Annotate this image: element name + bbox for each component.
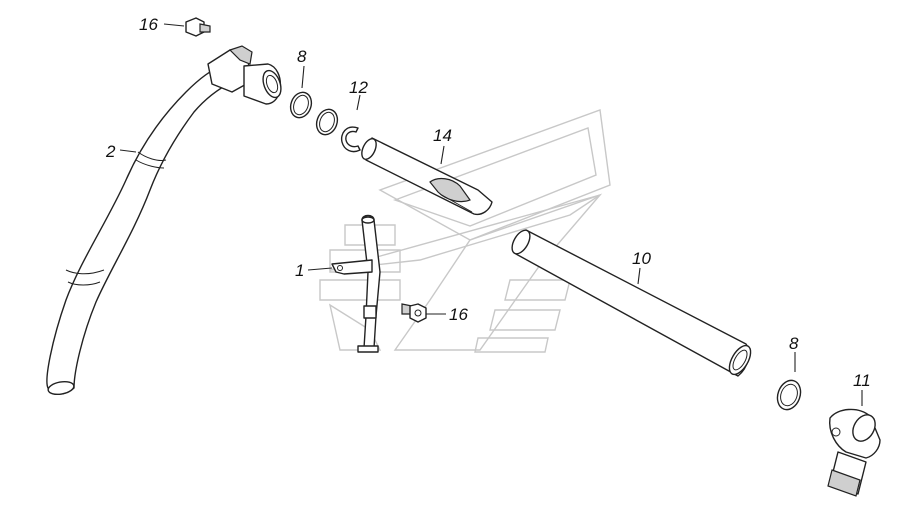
fitting-part-11 bbox=[827, 408, 881, 497]
o-ring-8-bottom bbox=[776, 379, 802, 411]
callout-1: 1 bbox=[295, 261, 304, 280]
callout-12: 12 bbox=[349, 78, 368, 97]
callout-16-top: 16 bbox=[139, 15, 158, 34]
callout-11: 11 bbox=[853, 371, 871, 390]
callout-2: 2 bbox=[105, 142, 116, 161]
pipe-part-10 bbox=[511, 229, 752, 377]
o-ring-8-top bbox=[289, 91, 313, 119]
snap-ring-12 bbox=[340, 126, 361, 153]
hose-part-2 bbox=[46, 65, 233, 396]
callouts: 16 8 12 14 2 1 16 10 8 11 bbox=[105, 15, 871, 390]
tube-part-14 bbox=[361, 137, 493, 216]
callout-14: 14 bbox=[433, 126, 452, 145]
callout-8-bottom: 8 bbox=[789, 334, 799, 353]
callout-8-top: 8 bbox=[297, 47, 307, 66]
callout-16-middle: 16 bbox=[449, 305, 468, 324]
tube-part-1 bbox=[331, 214, 381, 353]
o-ring-middle bbox=[315, 108, 339, 136]
bolt-16-middle bbox=[401, 303, 427, 323]
hose-fitting bbox=[207, 45, 282, 105]
leader-lines bbox=[119, 23, 863, 406]
callout-10: 10 bbox=[632, 249, 651, 268]
bolt-16-top bbox=[185, 17, 211, 37]
